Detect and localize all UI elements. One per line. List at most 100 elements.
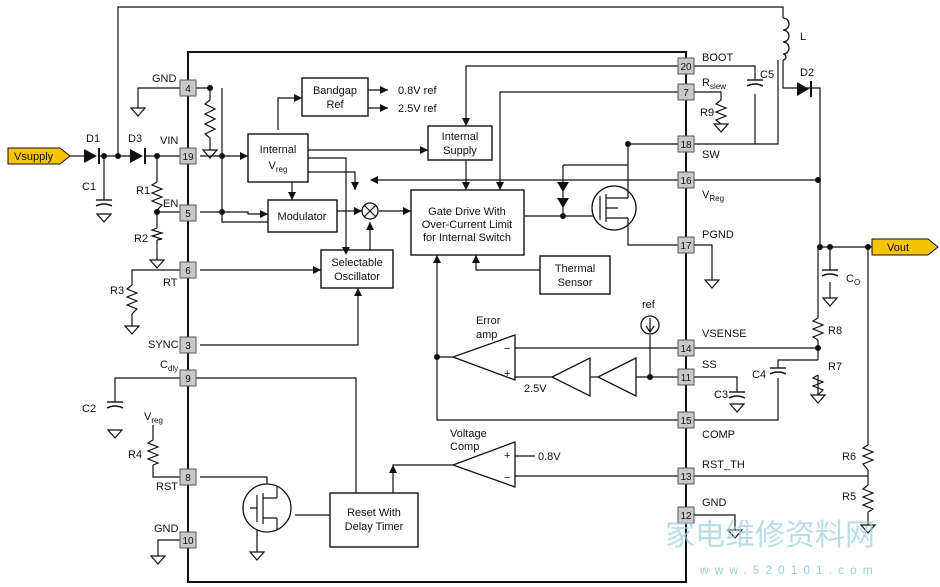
pin-8 bbox=[179, 468, 197, 486]
pin-7 bbox=[677, 83, 695, 101]
d1-diode-icon bbox=[84, 149, 97, 163]
body-diode-icon bbox=[557, 182, 569, 192]
voltage-comp-label1: Voltage bbox=[450, 428, 487, 440]
r2-label: R2 bbox=[134, 233, 148, 245]
error-amp-label2: amp bbox=[476, 329, 497, 341]
reset-timer-block bbox=[329, 492, 419, 548]
gate-drive-block bbox=[410, 189, 525, 256]
pin-15 bbox=[677, 411, 695, 429]
c3-label: C3 bbox=[714, 389, 728, 401]
d3-diode-icon bbox=[130, 149, 143, 163]
modulator-block bbox=[267, 199, 338, 233]
pin-name-gnd2: GND bbox=[154, 523, 179, 535]
pin-num: 5 bbox=[185, 209, 191, 220]
pin-name-gnd3: GND bbox=[702, 497, 727, 509]
pin-name-rst-th: RST_TH bbox=[702, 459, 745, 471]
c4-label: C4 bbox=[752, 369, 766, 381]
d1-label: D1 bbox=[86, 133, 100, 145]
pin-num: 7 bbox=[683, 88, 689, 99]
vout-flag bbox=[871, 238, 939, 256]
pin-name-sync: SYNC bbox=[148, 339, 179, 351]
inductor-l bbox=[782, 17, 790, 61]
pin-num: 11 bbox=[681, 373, 692, 384]
reset-line2: Delay Timer bbox=[345, 521, 404, 533]
pin-name-ss: SS bbox=[702, 359, 717, 371]
pin-4 bbox=[179, 79, 197, 97]
r5-label: R5 bbox=[842, 491, 856, 503]
c2-label: C2 bbox=[82, 403, 96, 415]
ref-25v-label: 2.5V ref bbox=[398, 103, 437, 115]
junction-dots bbox=[101, 85, 871, 380]
d2-diode-icon bbox=[797, 82, 809, 96]
pin-num: 17 bbox=[680, 241, 692, 252]
ref-arrow-icon bbox=[645, 318, 655, 334]
pin-num: 16 bbox=[680, 176, 692, 187]
ref-08v-label: 0.8V ref bbox=[398, 85, 437, 97]
error-amp-minus: − bbox=[504, 343, 510, 355]
pin-17 bbox=[677, 236, 695, 254]
buffer-1 bbox=[550, 356, 591, 398]
thermal-line1: Thermal bbox=[555, 263, 595, 275]
error-amp-plus: + bbox=[504, 368, 510, 380]
pin-13 bbox=[677, 467, 695, 485]
r9-label: R9 bbox=[700, 107, 714, 119]
pin-name-vreg: VReg bbox=[702, 189, 724, 203]
internal-supply-line2: Supply bbox=[443, 145, 477, 157]
gate-drive-line3: for Internal Switch bbox=[423, 232, 511, 244]
vreg-ref-label: Vreg bbox=[144, 411, 163, 425]
pin-name-en: EN bbox=[163, 198, 178, 210]
pin-18 bbox=[677, 135, 695, 153]
pin-name-rt: RT bbox=[163, 277, 178, 289]
thermal-sensor-block bbox=[539, 255, 611, 295]
voltage-comp-label2: Comp bbox=[450, 441, 479, 453]
pin-name-gnd: GND bbox=[152, 73, 177, 85]
pin-9 bbox=[179, 369, 197, 387]
oscillator-block bbox=[320, 249, 394, 289]
pin-name-vsense: VSENSE bbox=[702, 328, 747, 340]
d2-label: D2 bbox=[800, 67, 814, 79]
comp-minus: − bbox=[504, 472, 510, 484]
c5-label: C5 bbox=[760, 69, 774, 81]
pin-11 bbox=[677, 368, 695, 386]
r8-label: R8 bbox=[828, 325, 842, 337]
vout-label: Vout bbox=[887, 242, 909, 254]
d3-label: D3 bbox=[128, 133, 142, 145]
pin-name-pgnd: PGND bbox=[702, 229, 734, 241]
internal-vreg-line2: Vreg bbox=[269, 160, 288, 174]
pin-num: 18 bbox=[680, 140, 692, 151]
pin-12 bbox=[677, 506, 695, 524]
gate-drive-line1: Gate Drive With bbox=[428, 206, 506, 218]
error-amp bbox=[451, 334, 516, 381]
r1-label: R1 bbox=[136, 185, 150, 197]
bandgap-line2: Ref bbox=[326, 99, 344, 111]
ground-symbols bbox=[95, 107, 877, 565]
mosfet-symbol-icon bbox=[250, 487, 278, 530]
l-label: L bbox=[800, 31, 806, 43]
pin-num: 20 bbox=[680, 62, 692, 73]
r6-label: R6 bbox=[842, 451, 856, 463]
pin-num: 3 bbox=[185, 341, 191, 352]
body-diode-icon bbox=[557, 198, 569, 208]
pin-name-cdly: Cdly bbox=[160, 359, 178, 373]
pin-20 bbox=[677, 57, 695, 75]
pin-num: 8 bbox=[185, 473, 191, 484]
r7-label: R7 bbox=[828, 361, 842, 373]
ref-label: ref bbox=[642, 299, 656, 311]
r4-label: R4 bbox=[128, 449, 142, 461]
buffer-2 bbox=[596, 356, 637, 398]
pin-16 bbox=[677, 171, 695, 189]
reset-line1: Reset With bbox=[347, 507, 401, 519]
pin-num: 6 bbox=[185, 266, 191, 277]
pin-5 bbox=[179, 204, 197, 222]
pin-10 bbox=[179, 531, 197, 549]
resistors bbox=[125, 99, 875, 513]
internal-supply-line1: Internal bbox=[442, 131, 479, 143]
pin-6 bbox=[179, 261, 197, 279]
internal-vreg-line1: Internal bbox=[260, 144, 297, 156]
internal-vreg-block bbox=[247, 133, 309, 183]
pin-name-rslew: Rslew bbox=[702, 77, 726, 91]
v25-label: 2.5V bbox=[524, 383, 547, 395]
ic-outline bbox=[187, 51, 687, 583]
mixer-cross bbox=[363, 204, 377, 218]
